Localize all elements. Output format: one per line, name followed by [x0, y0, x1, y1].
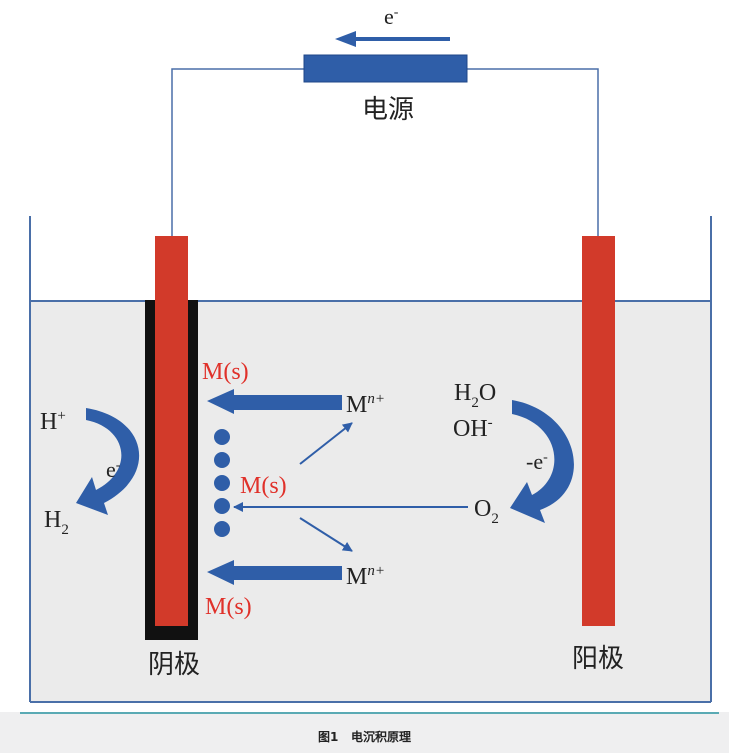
metal-particle	[214, 452, 230, 468]
metal-particle	[214, 521, 230, 537]
electrodeposition-diagram: 电源 e- 阴极 阳极 M(s) M(s) M(s) Mn+ Mn+ H+ e-…	[29, 4, 712, 703]
figure-number: 图1	[318, 730, 339, 744]
hydroxide-label: OH-	[453, 415, 493, 442]
caption-divider	[20, 712, 719, 714]
oxidation-arrow-up	[299, 422, 353, 465]
metal-solid-label-bottom: M(s)	[205, 594, 252, 620]
hydrogen-ion-label: H+	[40, 408, 66, 435]
power-source	[303, 54, 468, 83]
figure-caption: 图1 电沉积原理	[0, 728, 729, 745]
hydrogen-curved-arrow-icon	[76, 408, 140, 515]
water-label: H2O	[454, 380, 496, 411]
power-source-label: 电源	[362, 95, 414, 125]
wire-left	[171, 68, 304, 236]
metal-solid-label-top: M(s)	[202, 359, 249, 385]
oxidation-arrow-down	[299, 517, 353, 552]
metal-ion-label-top: Mn+	[346, 391, 385, 418]
anode-electron-label: -e-	[526, 449, 548, 474]
electron-label-left: e-	[106, 457, 121, 482]
cathode	[155, 236, 188, 626]
wire-right	[467, 68, 599, 236]
ion-arrow-upper-icon	[207, 389, 342, 414]
metal-solid-label-middle: M(s)	[240, 473, 287, 499]
metal-ion-label-bottom: Mn+	[346, 563, 385, 590]
cathode-label: 阴极	[148, 650, 200, 680]
metal-particle	[214, 475, 230, 491]
metal-particle	[214, 429, 230, 445]
electron-flow-arrow-icon	[335, 31, 356, 47]
figure-caption-bar: 图1 电沉积原理	[0, 712, 729, 753]
ion-arrow-lower-icon	[207, 560, 342, 585]
metal-particle	[214, 498, 230, 514]
oxygen-label: O2	[474, 496, 499, 527]
anode-label: 阳极	[572, 644, 624, 674]
oxygen-curved-arrow-icon	[510, 400, 574, 523]
electron-label-top: e-	[384, 4, 399, 29]
anode	[582, 236, 615, 626]
figure-title: 电沉积原理	[350, 730, 411, 744]
hydrogen-gas-label: H2	[44, 507, 69, 538]
